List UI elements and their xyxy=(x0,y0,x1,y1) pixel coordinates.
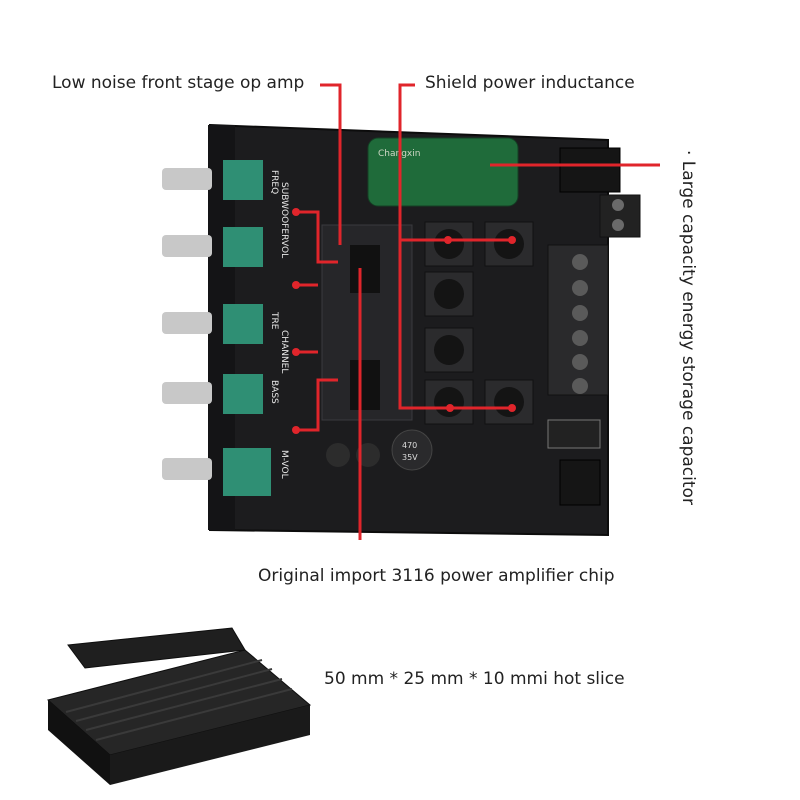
label-vol: VOL xyxy=(279,240,289,258)
terminal-screws xyxy=(572,254,588,394)
label-freq: FREQ xyxy=(269,170,279,194)
callout-heatsink: 50 mm * 25 mm * 10 mmi hot slice xyxy=(324,669,625,689)
callout-chip: Original import 3116 power amplifier chi… xyxy=(258,566,615,586)
amplifier-chip xyxy=(350,360,380,410)
storage-capacitor: Changxin xyxy=(367,137,519,207)
dc-jack xyxy=(559,147,621,193)
cap-35v-label: 35V xyxy=(402,453,418,462)
callout-inductance: Shield power inductance xyxy=(425,73,635,93)
label-tre: TRE xyxy=(269,311,279,330)
heatsink xyxy=(46,627,312,785)
cap-470-label: 470 xyxy=(402,441,417,450)
bluetooth-antenna xyxy=(547,419,601,449)
callout-op-amp: Low noise front stage op amp xyxy=(52,73,305,93)
label-mvol: M-VOL xyxy=(279,450,289,479)
audio-jack xyxy=(559,459,601,506)
small-capacitors: 470 35V xyxy=(326,429,433,471)
potentiometers xyxy=(162,160,271,496)
inductors xyxy=(424,221,534,425)
annotation-lines xyxy=(296,83,660,540)
label-subwoofer: SUBWOOFER xyxy=(279,182,289,240)
label-channel: CHANNEL xyxy=(279,330,289,373)
callout-capacitor: · Large capacity energy storage capacito… xyxy=(678,150,698,505)
annotation-dots xyxy=(292,208,516,434)
op-amp-chip xyxy=(350,245,380,293)
silkscreen-labels: FREQ SUBWOOFER VOL TRE CHANNEL BASS M-VO… xyxy=(269,170,289,479)
label-bass: BASS xyxy=(269,380,279,404)
